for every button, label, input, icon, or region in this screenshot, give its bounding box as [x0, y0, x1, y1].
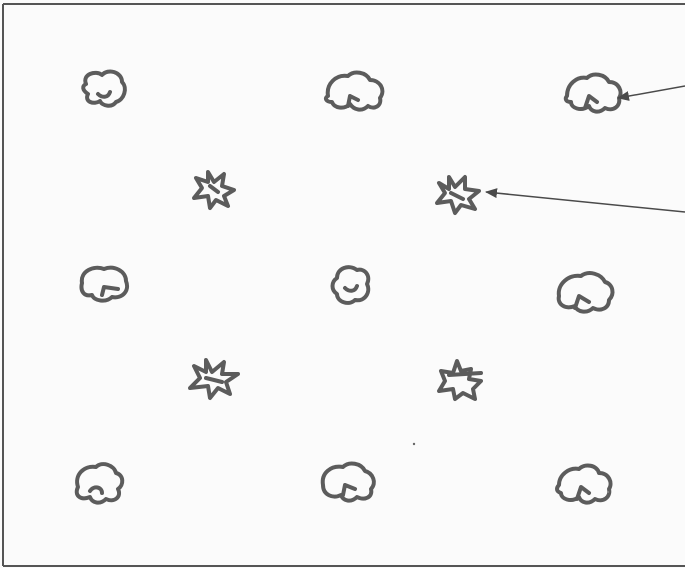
blob-shape — [557, 466, 611, 503]
blob-shape — [566, 75, 621, 112]
speck — [607, 491, 609, 493]
blob-shape — [83, 71, 125, 105]
star-shape — [437, 177, 479, 213]
star-shape — [190, 360, 238, 398]
arrow-to-star — [486, 192, 685, 212]
arrow-to-blob — [618, 86, 685, 98]
blob-shape — [77, 464, 123, 503]
blob-shape — [333, 267, 369, 303]
blob-shape — [81, 268, 127, 301]
blob-shape — [559, 273, 613, 312]
blob-shape — [326, 73, 382, 110]
blob-shape — [323, 464, 374, 501]
star-shape — [194, 172, 234, 208]
frame — [3, 4, 685, 566]
speck — [413, 443, 415, 445]
star-shape — [439, 361, 481, 399]
